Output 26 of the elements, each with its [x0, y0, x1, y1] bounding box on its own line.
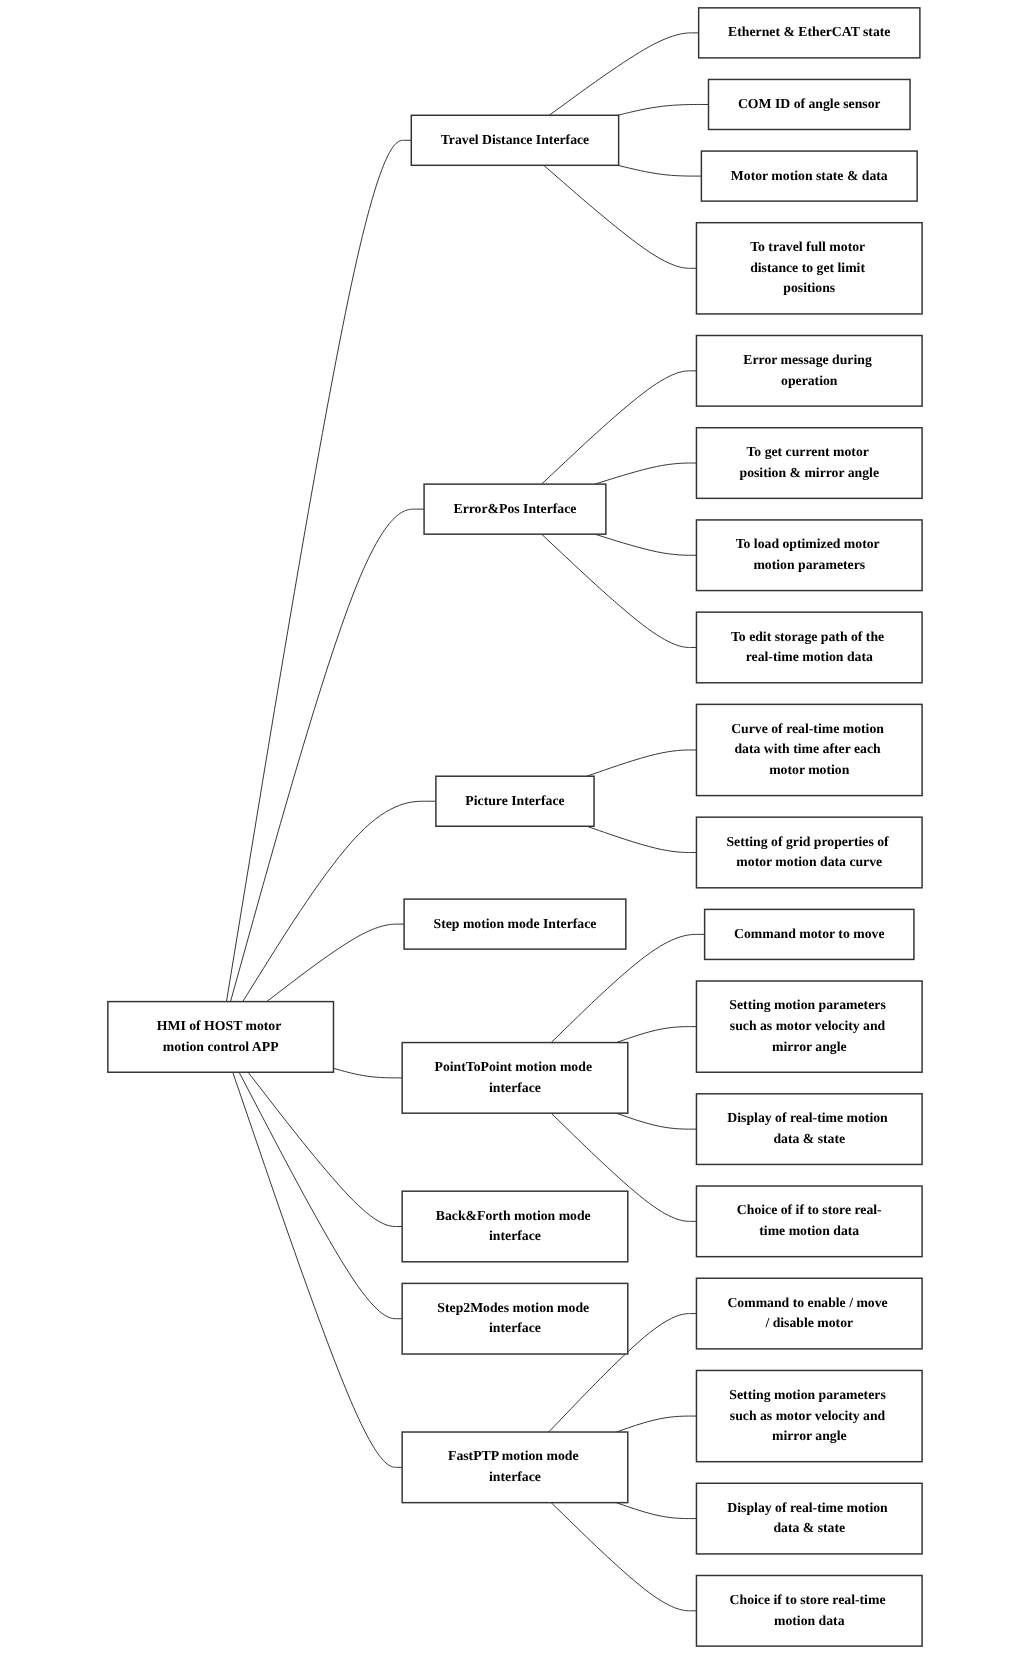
connector	[616, 164, 701, 177]
connector	[547, 1313, 696, 1433]
connector	[231, 1071, 402, 1468]
connector	[585, 825, 696, 853]
connector	[542, 164, 696, 269]
connector	[265, 923, 404, 1003]
connector	[547, 32, 699, 116]
connector	[614, 1415, 696, 1433]
connector	[585, 749, 696, 777]
connector	[614, 1112, 696, 1130]
connector	[614, 1026, 696, 1044]
connector	[614, 1502, 696, 1520]
connector	[549, 1112, 696, 1222]
connector	[616, 104, 708, 116]
connector	[246, 1071, 402, 1227]
connector	[241, 800, 436, 1003]
connector	[237, 1071, 402, 1320]
connector	[593, 462, 696, 485]
connector	[549, 933, 705, 1044]
connector	[225, 139, 411, 1003]
connector	[549, 1502, 696, 1612]
connector	[593, 533, 696, 556]
connector	[332, 1067, 402, 1079]
connector	[229, 508, 424, 1003]
connector	[540, 533, 696, 648]
connector	[540, 370, 696, 485]
